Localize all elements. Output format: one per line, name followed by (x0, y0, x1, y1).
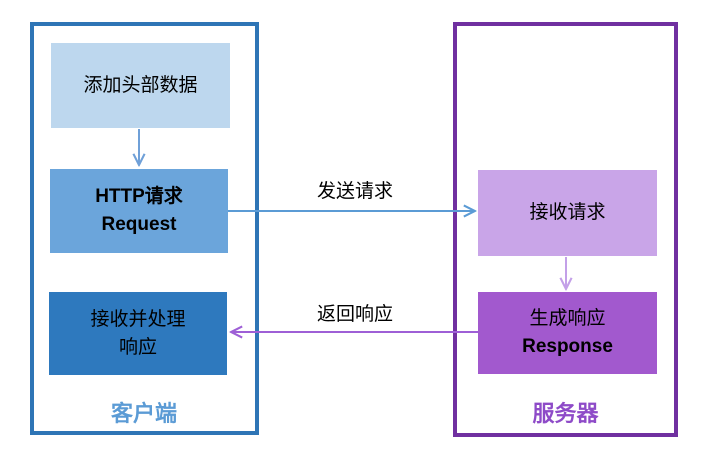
client-box-receive-line2: 响应 (118, 336, 157, 358)
send-request-arrow-label: 发送请求 (316, 181, 393, 202)
client-lane-label: 客户端 (110, 401, 177, 426)
server-box-generate-response: 生成响应 Response (478, 292, 657, 374)
server-box-response-line1: 生成响应 (529, 308, 606, 329)
client-box-http-request-line1: HTTP请求 (95, 186, 183, 207)
client-box-receive-process-response: 接收并处理 响应 (49, 292, 227, 375)
server-lane-label: 服务器 (532, 401, 599, 426)
client-box-add-header-text: 添加头部数据 (83, 74, 198, 96)
return-response-arrow-label: 返回响应 (316, 304, 393, 325)
server-box-receive-request-text: 接收请求 (529, 202, 606, 223)
server-box-response-line2: Response (522, 336, 613, 357)
client-box-http-request-line2: Request (101, 214, 177, 235)
client-box-http-request: HTTP请求 Request (50, 169, 228, 253)
server-box-receive-request: 接收请求 (478, 170, 657, 256)
client-box-receive-line1: 接收并处理 (90, 308, 186, 330)
client-box-add-header-data: 添加头部数据 (51, 43, 230, 128)
